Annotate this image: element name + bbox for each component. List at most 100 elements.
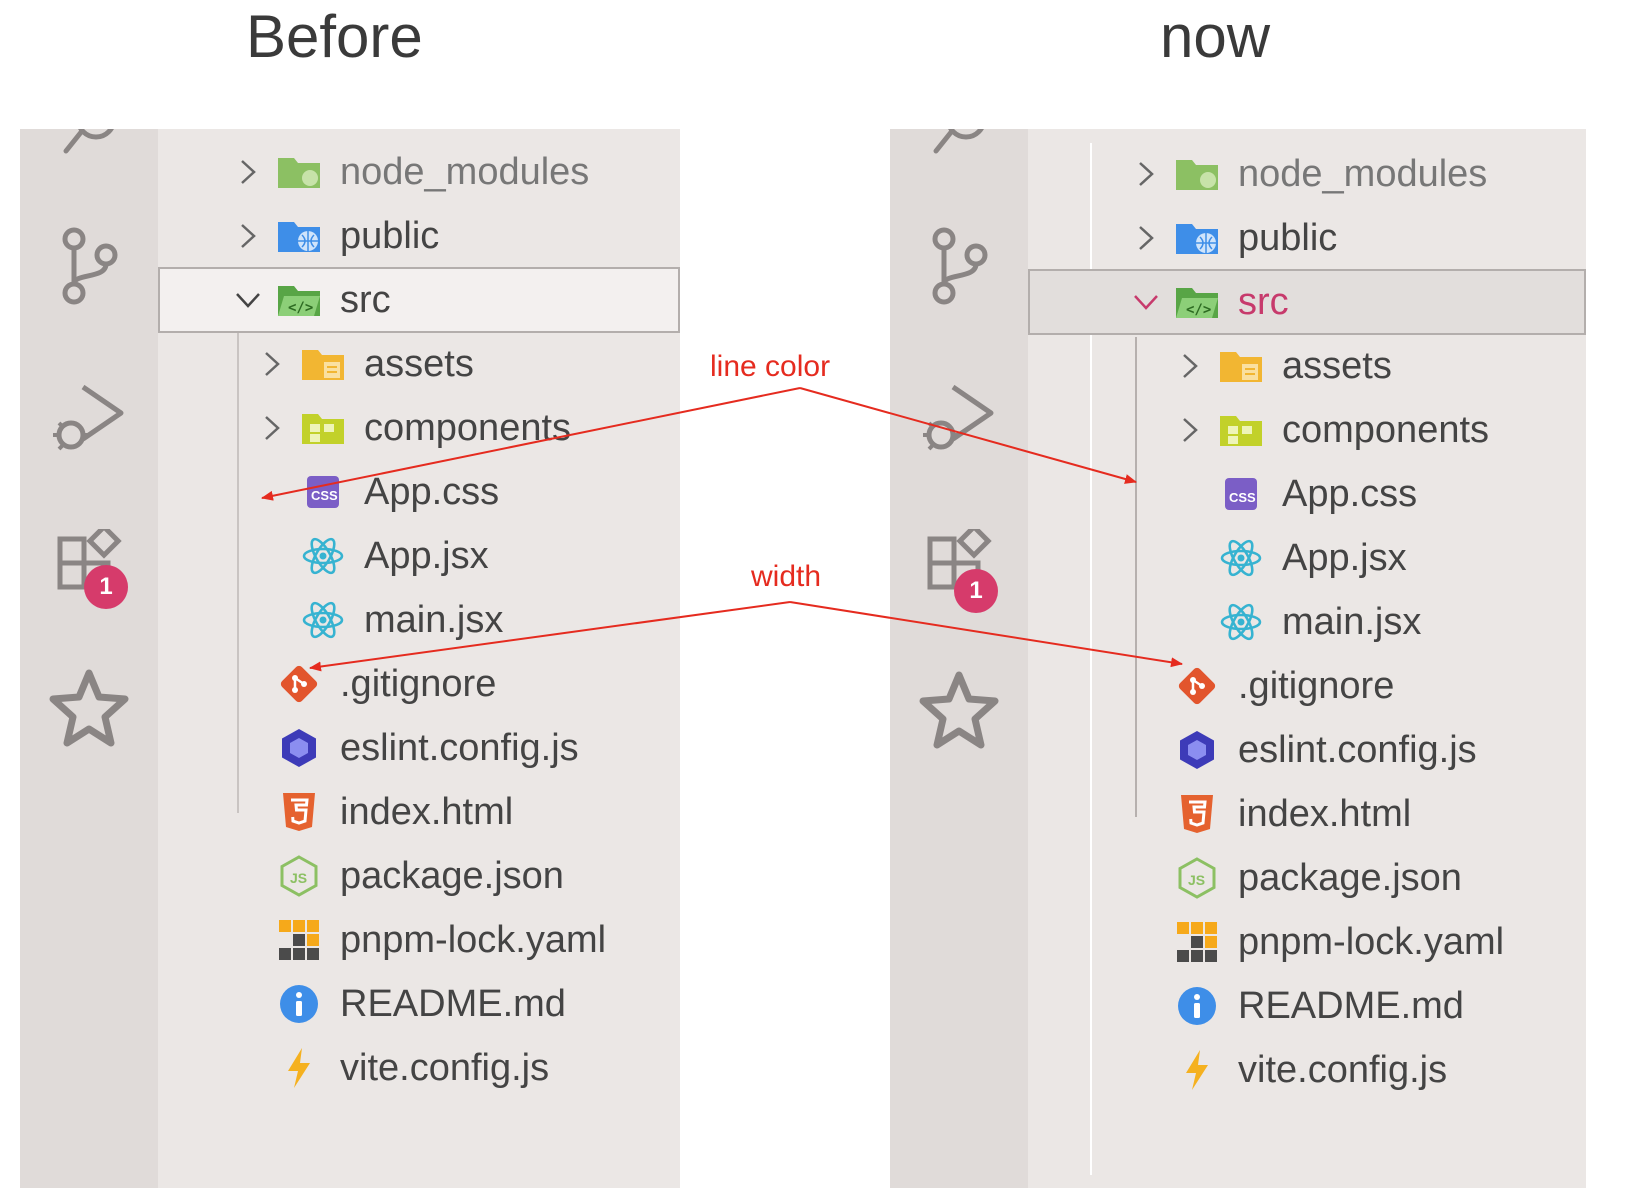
tree-item-label: App.jsx [364, 534, 489, 577]
annotation-line-color: line color [710, 350, 831, 383]
tree-item-components[interactable]: components [1028, 397, 1586, 463]
tree-item-main-jsx[interactable]: main.jsx [158, 587, 680, 653]
tree-item-label: assets [1282, 344, 1392, 387]
tree-item-index-html[interactable]: index.html [158, 779, 680, 845]
search-icon[interactable] [20, 129, 158, 161]
folder-public-icon [276, 216, 322, 256]
tree-item-app-css[interactable]: CSS App.css [158, 459, 680, 525]
annotation-width: width [751, 560, 822, 593]
tree-item-app-jsx[interactable]: App.jsx [158, 523, 680, 589]
tree-item-app-jsx[interactable]: App.jsx [1028, 525, 1586, 591]
run-debug-icon[interactable] [20, 379, 158, 459]
pnpm-icon [1174, 922, 1220, 962]
source-control-icon[interactable] [20, 227, 158, 307]
folder-components-icon [300, 408, 346, 448]
tree-item-pnpm-lock[interactable]: pnpm-lock.yaml [158, 907, 680, 973]
tree-item-public[interactable]: public [158, 203, 680, 269]
tree-item-label: App.css [364, 470, 500, 513]
tree-item-label: README.md [340, 982, 566, 1025]
tree-item-app-css[interactable]: CSS App.css [1028, 461, 1586, 527]
tree-item-package-json[interactable]: JS package.json [158, 843, 680, 909]
tree-item-label: public [340, 214, 440, 257]
tree-item-readme[interactable]: README.md [1028, 973, 1586, 1039]
chevron-right-icon [234, 222, 262, 250]
folder-src-open-icon: </> [1174, 282, 1220, 322]
tree-item-label: components [1282, 408, 1490, 451]
tree-item-label: eslint.config.js [340, 726, 579, 769]
file-tree: node_modules public </> src assets compo… [158, 129, 680, 1188]
tree-item-label: package.json [1238, 856, 1462, 899]
react-icon [1218, 602, 1264, 642]
tree-item-label: node_modules [1238, 152, 1488, 195]
tree-item-vite-config[interactable]: vite.config.js [158, 1035, 680, 1101]
tree-item-gitignore[interactable]: .gitignore [158, 651, 680, 717]
info-icon [276, 984, 322, 1024]
tree-item-vite-config[interactable]: vite.config.js [1028, 1037, 1586, 1103]
indent-guide [237, 329, 239, 813]
tree-item-eslint[interactable]: eslint.config.js [158, 715, 680, 781]
html5-icon [1174, 794, 1220, 834]
tree-item-label: src [340, 278, 391, 321]
tree-item-label: App.jsx [1282, 536, 1407, 579]
run-debug-icon[interactable] [890, 379, 1028, 459]
tree-item-gitignore[interactable]: .gitignore [1028, 653, 1586, 719]
tree-item-assets[interactable]: assets [1028, 333, 1586, 399]
tree-item-node-modules[interactable]: node_modules [158, 139, 680, 205]
chevron-right-icon [258, 414, 286, 442]
css-file-icon: CSS [300, 472, 346, 512]
tree-item-label: .gitignore [1238, 664, 1395, 707]
tree-item-readme[interactable]: README.md [158, 971, 680, 1037]
extension-star-icon[interactable] [890, 671, 1028, 751]
folder-node-icon [1174, 154, 1220, 194]
tree-item-package-json[interactable]: JS package.json [1028, 845, 1586, 911]
tree-item-src[interactable]: </> src [158, 267, 680, 333]
nodejs-icon: JS [1174, 857, 1220, 899]
tree-item-index-html[interactable]: index.html [1028, 781, 1586, 847]
tree-item-label: src [1238, 280, 1289, 323]
react-icon [300, 600, 346, 640]
source-control-icon[interactable] [890, 227, 1028, 307]
eslint-icon [1174, 730, 1220, 770]
react-icon [1218, 538, 1264, 578]
tree-item-label: node_modules [340, 150, 590, 193]
tree-item-pnpm-lock[interactable]: pnpm-lock.yaml [1028, 909, 1586, 975]
svg-text:</>: </> [288, 300, 313, 316]
info-icon [1174, 986, 1220, 1026]
vite-bolt-icon [276, 1048, 322, 1088]
chevron-right-icon [258, 350, 286, 378]
search-icon[interactable] [890, 129, 1028, 161]
tree-item-label: README.md [1238, 984, 1464, 1027]
extensions-badge: 1 [84, 565, 128, 609]
folder-src-open-icon: </> [276, 280, 322, 320]
tree-item-eslint[interactable]: eslint.config.js [1028, 717, 1586, 783]
svg-text:JS: JS [1188, 872, 1205, 888]
chevron-right-icon [1132, 160, 1160, 188]
folder-assets-icon [1218, 346, 1264, 386]
git-icon [276, 664, 322, 704]
svg-text:</>: </> [1186, 302, 1211, 318]
tree-item-label: public [1238, 216, 1338, 259]
svg-text:JS: JS [290, 870, 307, 886]
tree-item-label: index.html [340, 790, 514, 833]
tree-item-components[interactable]: components [158, 395, 680, 461]
tree-item-assets[interactable]: assets [158, 331, 680, 397]
tree-item-src[interactable]: </> src [1028, 269, 1586, 335]
tree-item-main-jsx[interactable]: main.jsx [1028, 589, 1586, 655]
tree-item-label: assets [364, 342, 474, 385]
tree-item-label: eslint.config.js [1238, 728, 1477, 771]
folder-components-icon [1218, 410, 1264, 450]
chevron-right-icon [1132, 224, 1160, 252]
caption-now: now [1160, 3, 1271, 70]
activity-bar: 1 [20, 129, 158, 1188]
extension-star-icon[interactable] [20, 669, 158, 749]
tree-item-label: index.html [1238, 792, 1412, 835]
tree-item-public[interactable]: public [1028, 205, 1586, 271]
tree-item-node-modules[interactable]: node_modules [1028, 141, 1586, 207]
file-tree: node_modules public </> src assets compo… [1028, 129, 1586, 1188]
chevron-right-icon [234, 158, 262, 186]
tree-item-label: pnpm-lock.yaml [340, 918, 607, 961]
tree-item-label: pnpm-lock.yaml [1238, 920, 1505, 963]
css-file-icon: CSS [1218, 474, 1264, 514]
pnpm-icon [276, 920, 322, 960]
nodejs-icon: JS [276, 855, 322, 897]
